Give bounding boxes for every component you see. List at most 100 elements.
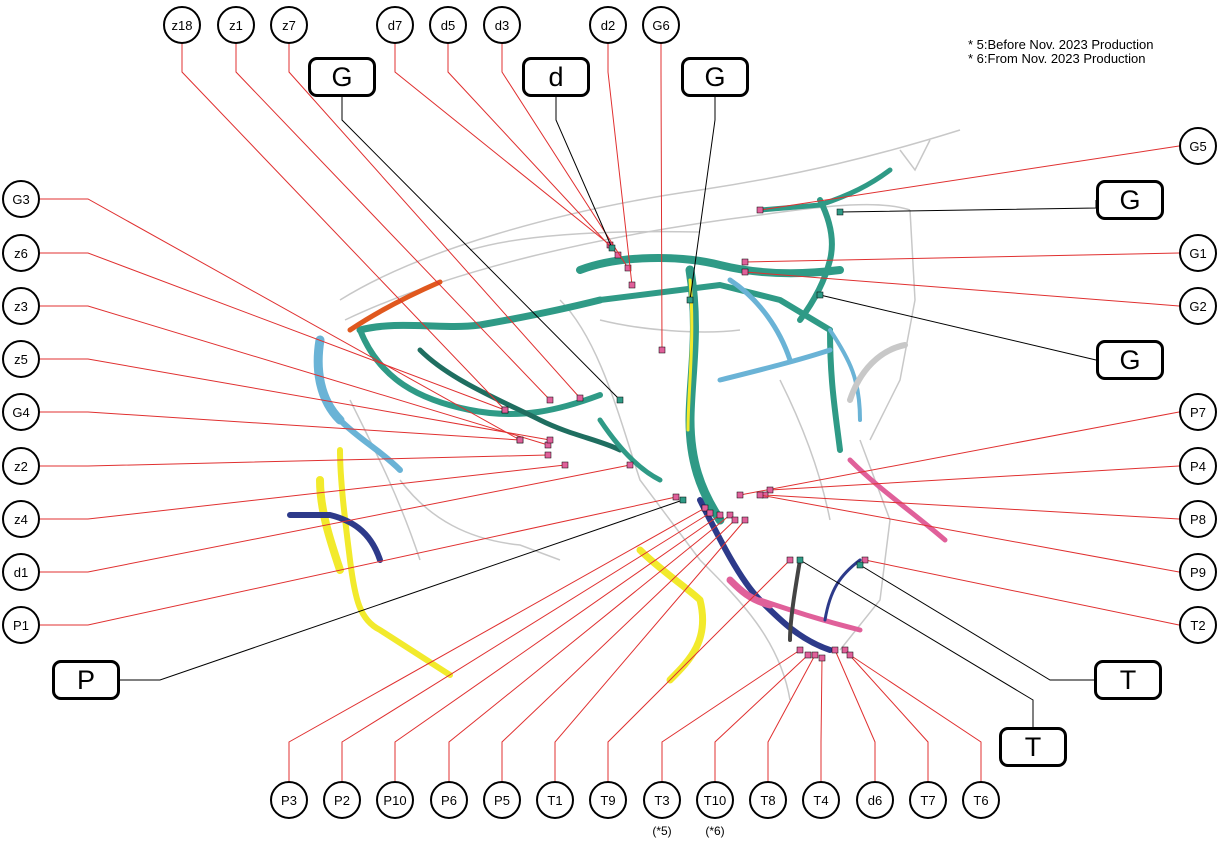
group-box-g-top-right: G	[681, 57, 749, 97]
leader-line	[447, 44, 619, 256]
leader-line	[839, 200, 1097, 213]
connector-marker	[679, 496, 687, 504]
leader-line	[235, 44, 551, 401]
leader-line	[834, 649, 876, 781]
callout-z3: z3	[2, 287, 40, 325]
leader-line	[501, 44, 629, 269]
connector-marker	[796, 556, 804, 564]
leader-line	[341, 512, 711, 781]
leader-line	[744, 271, 1180, 307]
group-box-g-top-left: G	[308, 57, 376, 97]
connector-marker	[726, 511, 734, 519]
connector-marker	[816, 291, 824, 299]
leader-line	[555, 97, 613, 249]
leader-line	[689, 97, 716, 301]
group-box-t-bottom: T	[999, 727, 1067, 767]
leader-line	[661, 649, 801, 781]
leader-line	[394, 44, 611, 246]
connector-marker	[616, 396, 624, 404]
leader-line	[859, 564, 1094, 681]
connector-marker	[796, 646, 804, 654]
callout-g2: G2	[1179, 287, 1217, 325]
leader-line	[849, 654, 982, 781]
leader-line	[40, 411, 521, 441]
callout-d1: d1	[2, 553, 40, 591]
leader-line	[864, 559, 1180, 626]
callout-g1: G1	[1179, 234, 1217, 272]
leader-line	[799, 559, 1034, 727]
callout-z5: z5	[2, 340, 40, 378]
leader-line	[181, 44, 506, 411]
callout-t9: T9	[589, 781, 627, 819]
connector-marker	[658, 346, 666, 354]
connector-marker	[706, 509, 714, 517]
callout-d3: d3	[483, 6, 521, 44]
leader-line	[40, 358, 551, 441]
leader-line	[820, 657, 823, 781]
connector-marker	[841, 646, 849, 654]
callout-z2: z2	[2, 447, 40, 485]
vehicle-outline	[339, 129, 961, 701]
leader-line	[394, 514, 721, 781]
callout-p3: P3	[270, 781, 308, 819]
connector-marker	[731, 516, 739, 524]
connector-marker	[831, 646, 839, 654]
connector-marker	[804, 651, 812, 659]
leader-line	[607, 44, 633, 286]
callout-d7: d7	[376, 6, 414, 44]
callout-p2: P2	[323, 781, 361, 819]
leader-line	[660, 44, 663, 351]
connector-marker	[628, 281, 636, 289]
leader-line	[759, 494, 1180, 573]
production-notes: * 5:Before Nov. 2023 Production * 6:From…	[968, 38, 1154, 66]
callout-p5: P5	[483, 781, 521, 819]
connector-marker	[501, 406, 509, 414]
callout-z7: z7	[270, 6, 308, 44]
group-box-t-right: T	[1094, 660, 1162, 700]
leader-line	[288, 507, 706, 781]
callout-p8: P8	[1179, 500, 1217, 538]
callout-t2: T2	[1179, 606, 1217, 644]
callout-p7: P7	[1179, 393, 1217, 431]
connector-marker	[736, 491, 744, 499]
leader-line	[288, 44, 581, 399]
connector-marker	[608, 244, 616, 252]
group-box-g-right-upper: G	[1096, 180, 1164, 220]
callout-g4: G4	[2, 393, 40, 431]
leader-line	[40, 464, 566, 520]
leader-line	[714, 654, 809, 781]
connector-marker	[741, 516, 749, 524]
leader-line	[764, 494, 1180, 520]
callout-g6: G6	[642, 6, 680, 44]
callout-p10: P10	[376, 781, 414, 819]
callout-g3: G3	[2, 180, 40, 218]
leader-line	[40, 305, 549, 446]
callout-z6: z6	[2, 234, 40, 272]
leader-line	[554, 519, 746, 781]
connector-marker	[672, 493, 680, 501]
connector-marker	[624, 264, 632, 272]
leader-line	[767, 654, 816, 781]
callout-p6: P6	[430, 781, 468, 819]
leader-line	[819, 294, 1097, 361]
connector-marker	[546, 436, 554, 444]
connector-marker	[546, 396, 554, 404]
leader-line	[40, 252, 506, 411]
connector-marker	[786, 556, 794, 564]
connector-marker	[766, 486, 774, 494]
connector-marker	[576, 394, 584, 402]
note-before-nov-2023: * 5:Before Nov. 2023 Production	[968, 37, 1154, 52]
leader-line	[844, 649, 929, 781]
connector-marker	[701, 504, 709, 512]
callout-t3: T3	[643, 781, 681, 819]
leader-line	[607, 559, 791, 781]
connector-marker	[516, 436, 524, 444]
connector-marker	[836, 208, 844, 216]
callout-p4: P4	[1179, 447, 1217, 485]
callout-d6: d6	[856, 781, 894, 819]
subnote-t3: (*5)	[652, 824, 672, 838]
connector-marker	[741, 268, 749, 276]
callout-d5: d5	[429, 6, 467, 44]
connector-marker	[856, 561, 864, 569]
